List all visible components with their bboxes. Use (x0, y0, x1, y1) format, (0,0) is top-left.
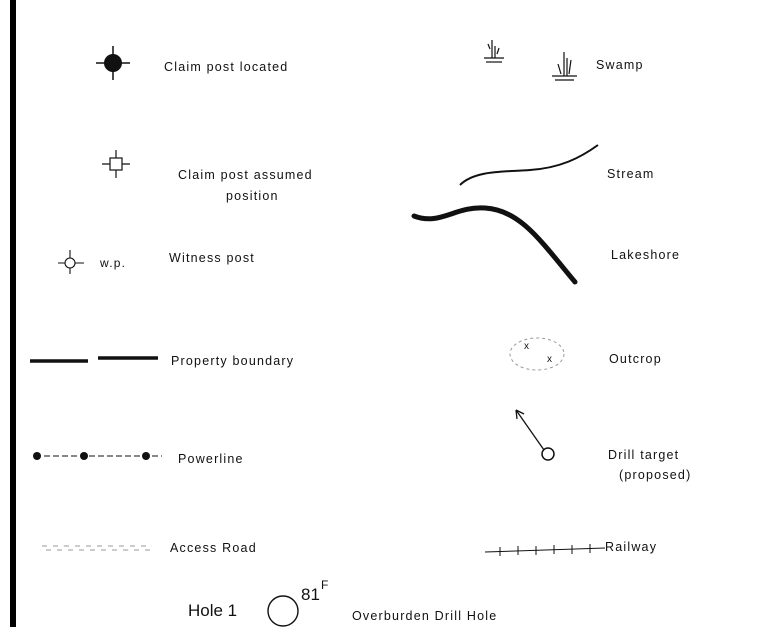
swamp-icon (484, 40, 577, 81)
claim-post-assumed-icon (102, 150, 130, 178)
label-overburden-drill-hole: Overburden Drill Hole (352, 609, 498, 623)
label-outcrop: Outcrop (609, 352, 662, 366)
label-swamp: Swamp (596, 58, 644, 72)
label-lakeshore: Lakeshore (611, 248, 681, 262)
witness-post-icon (58, 250, 84, 274)
label-hole-superscript: F (321, 578, 330, 592)
label-claim-post-assumed-2: position (226, 189, 279, 203)
label-claim-post-assumed-1: Claim post assumed (178, 168, 313, 182)
label-property-boundary: Property boundary (171, 354, 295, 368)
label-powerline: Powerline (178, 452, 244, 466)
lakeshore-line (411, 205, 578, 285)
label-drill-target-2: (proposed) (619, 468, 692, 482)
drill-target-icon (515, 409, 555, 461)
label-claim-post-located: Claim post located (164, 60, 289, 74)
stream-line (459, 144, 599, 186)
label-stream: Stream (607, 167, 655, 181)
label-witness-post: Witness post (169, 251, 255, 265)
label-access-road: Access Road (170, 541, 257, 555)
svg-text:x: x (547, 354, 552, 365)
label-witness-post-abbr: w.p. (100, 256, 127, 270)
outcrop-icon: x x (509, 337, 565, 371)
property-boundary-symbol (30, 356, 158, 363)
label-hole-number: Hole 1 (188, 601, 238, 620)
label-railway: Railway (605, 540, 658, 554)
label-drill-target-1: Drill target (608, 448, 680, 462)
powerline-symbol (33, 452, 162, 460)
access-road-symbol (42, 545, 154, 551)
overburden-drill-hole-icon (267, 595, 299, 627)
claim-post-located-icon (96, 46, 130, 80)
left-border-bar (10, 0, 16, 627)
label-hole-depth: 81 (301, 585, 320, 604)
svg-text:x: x (524, 341, 529, 352)
railway-symbol (484, 544, 606, 556)
